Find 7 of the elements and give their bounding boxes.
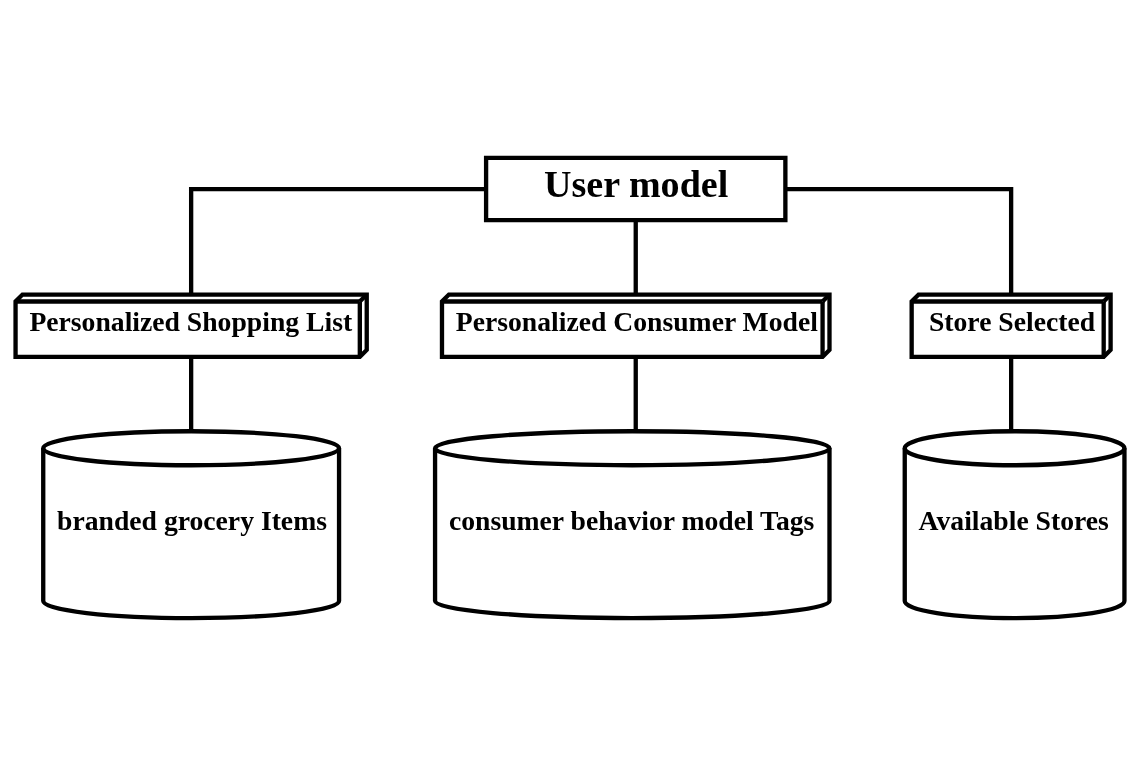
node-box: User model (483, 155, 788, 223)
connector (785, 186, 1014, 295)
connector (633, 220, 638, 295)
connector (189, 186, 486, 295)
connector (633, 357, 638, 431)
connector (1008, 357, 1014, 431)
connector (189, 357, 194, 431)
